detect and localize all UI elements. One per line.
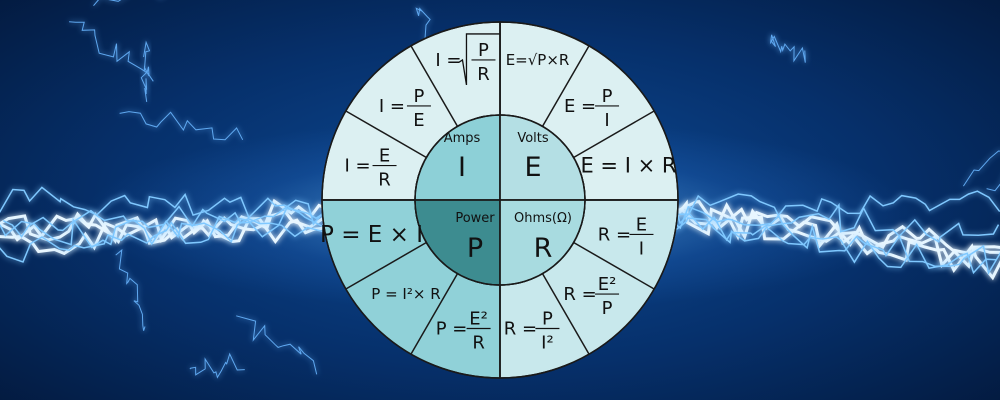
lightning-bolt — [236, 315, 318, 375]
inner-ohms-symbol: R — [534, 233, 553, 264]
formula-numerator: P — [602, 86, 613, 107]
formula: P =E² R — [436, 308, 491, 353]
lightning-bolt — [115, 248, 146, 331]
inner-volts-label: Volts — [517, 131, 549, 146]
sector-divider — [410, 273, 459, 355]
lightning-bolt — [664, 217, 997, 275]
lightning-bolt — [0, 198, 335, 256]
formula-lhs: R = — [504, 318, 537, 339]
inner-power-symbol: P — [467, 233, 483, 264]
formula-denominator: I — [639, 238, 644, 259]
formula: E = PI — [564, 86, 620, 131]
lightning-bolt — [189, 352, 245, 379]
formula-numerator: E² — [469, 308, 488, 329]
sector-divider — [345, 241, 427, 290]
formula-numerator: E² — [598, 274, 617, 295]
formula-lhs: E = — [564, 96, 596, 117]
formula-denominator: E — [413, 110, 424, 131]
formula-lhs: P = — [436, 318, 468, 339]
outer-circle — [321, 21, 679, 379]
sector-divider — [573, 241, 655, 290]
lightning-bolt — [69, 21, 154, 82]
formula: P = E × I — [320, 222, 423, 248]
inner-volts-symbol: E — [524, 152, 541, 183]
formula-denominator: P — [602, 298, 613, 319]
lightning-bolt — [674, 206, 1000, 276]
inner-amps-label: Amps — [444, 131, 481, 146]
formula-denominator: I² — [541, 332, 554, 353]
formula-numerator: P — [542, 308, 553, 329]
lightning-bolt — [140, 40, 151, 102]
formula: R =EI — [598, 214, 654, 259]
formula: I = PR — [435, 33, 500, 86]
lightning-bolt — [2, 199, 332, 238]
sector-divider — [541, 45, 590, 127]
formula-denominator: R — [472, 332, 485, 353]
sector-divider — [541, 273, 590, 355]
formula-denominator: R — [378, 170, 391, 191]
formula-text: P = I²× R — [371, 285, 440, 303]
lightning-bolt — [670, 190, 1000, 230]
formula-text: E = I × R — [580, 154, 676, 178]
inner-circle — [414, 114, 586, 286]
sector-divider — [410, 45, 459, 127]
lightning-bolt — [672, 193, 1000, 243]
lightning-bolt — [119, 111, 244, 141]
formula: P = I²× R — [371, 285, 440, 303]
lightning-bolt — [0, 186, 329, 228]
sector-divider — [345, 110, 427, 159]
inner-amps-symbol: I — [458, 152, 466, 183]
formula: R =E² P — [563, 274, 620, 319]
formula: I = PE — [379, 86, 431, 131]
formula-text: P = E × I — [320, 222, 423, 248]
formula-numerator: E — [379, 146, 390, 167]
formula-lhs: R = — [598, 224, 631, 245]
formula-lhs: R = — [563, 284, 596, 305]
formula: E=√P×R — [506, 51, 570, 69]
formula-numerator: P — [414, 86, 425, 107]
formula: E = I × R — [580, 154, 676, 178]
inner-power-label: Power — [455, 211, 495, 226]
sector-divider — [573, 110, 655, 159]
formula-lhs: I = — [379, 96, 405, 117]
formula-text: E=√P×R — [506, 51, 570, 69]
formula: R =P I² — [504, 308, 560, 353]
formula-numerator: E — [636, 214, 647, 235]
formula: I = ER — [344, 146, 397, 191]
lightning-bolt — [770, 34, 806, 63]
lightning-bolt — [962, 150, 1000, 187]
formula-lhs: I = — [344, 156, 370, 177]
lightning-bolt — [0, 211, 328, 245]
formula-numerator: P — [478, 40, 489, 61]
formula-denominator: I — [604, 110, 609, 131]
formula-lhs: I = — [435, 50, 461, 71]
formula-denominator: R — [477, 64, 490, 85]
sqrt-sign — [459, 33, 500, 86]
lightning-bolt — [0, 207, 332, 263]
inner-ohms-label: Ohms(Ω) — [514, 211, 572, 226]
